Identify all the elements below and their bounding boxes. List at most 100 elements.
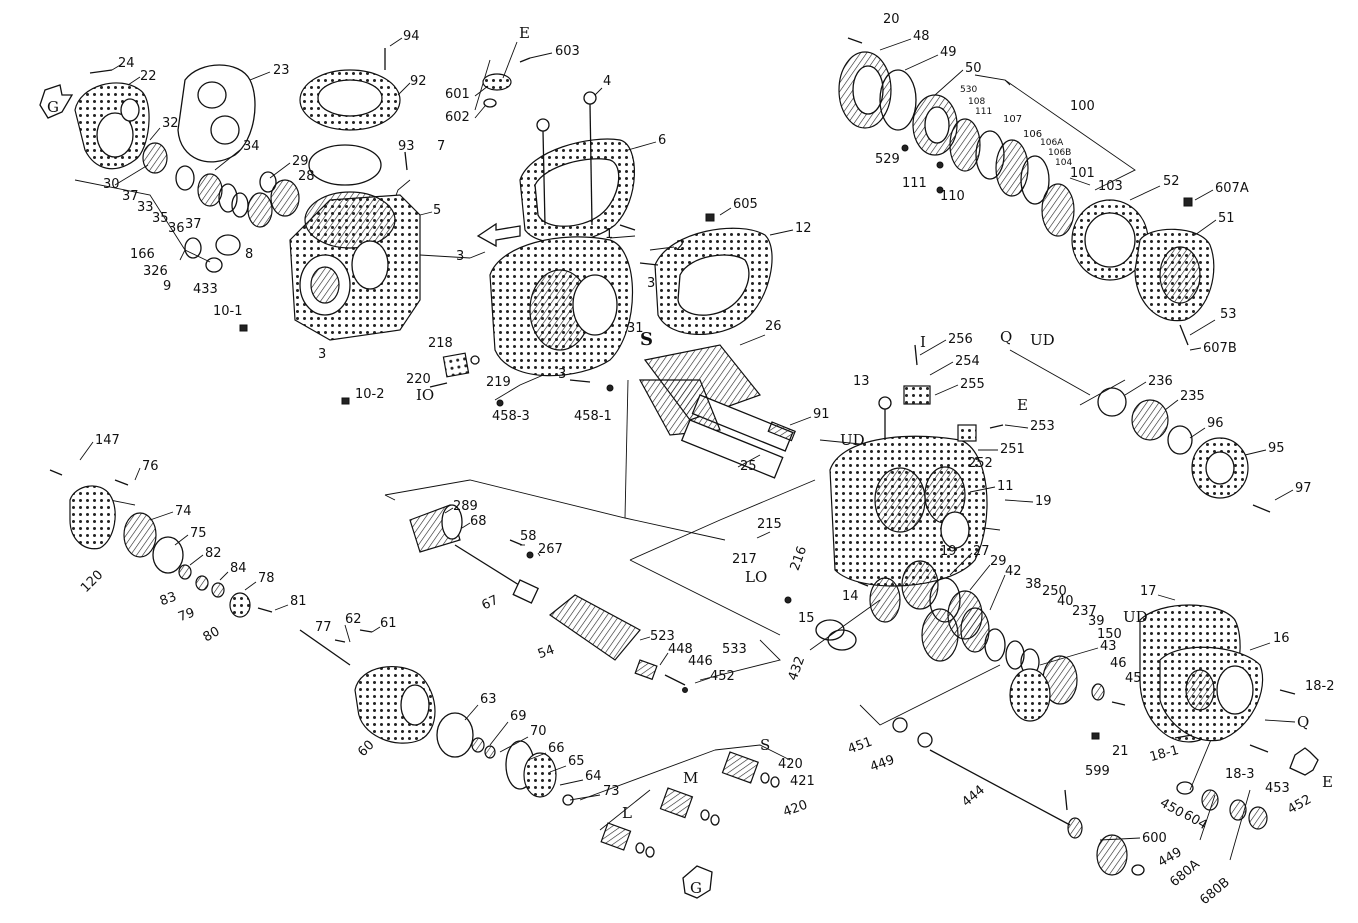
label-68: 68 xyxy=(470,514,487,529)
label-e-mid: E xyxy=(1017,396,1028,414)
label-604: 604 xyxy=(1181,808,1210,833)
label-8: 8 xyxy=(245,247,253,262)
insert-s xyxy=(721,751,759,784)
cover-254 xyxy=(903,385,931,405)
label-533: 533 xyxy=(722,642,747,657)
label-32: 32 xyxy=(162,116,179,131)
label-39: 39 xyxy=(1088,614,1105,629)
label-529: 529 xyxy=(875,152,900,167)
label-111-a: 111 xyxy=(975,107,992,117)
label-27: 27 xyxy=(973,544,990,559)
right-housing-assembly xyxy=(829,344,1271,587)
cover-601 xyxy=(482,73,512,91)
label-420-a: 420 xyxy=(778,757,803,772)
label-48: 48 xyxy=(913,29,930,44)
label-33: 33 xyxy=(137,200,154,215)
piston-65 xyxy=(523,752,557,798)
label-i: I xyxy=(920,333,926,351)
label-601: 601 xyxy=(445,87,470,102)
bearing-ring-92 xyxy=(299,69,401,131)
cover-120 xyxy=(69,485,116,550)
label-432: 432 xyxy=(786,654,809,682)
bearing-600 xyxy=(1096,834,1128,876)
plug-10-2 xyxy=(341,397,350,405)
o-ring-63 xyxy=(436,712,474,758)
label-34: 34 xyxy=(243,139,260,154)
label-94: 94 xyxy=(403,29,420,44)
label-92: 92 xyxy=(410,74,427,89)
label-io: IO xyxy=(416,386,434,404)
label-49: 49 xyxy=(940,45,957,60)
label-19-b: 19 xyxy=(940,544,957,559)
label-7: 7 xyxy=(437,139,445,154)
bearing-101 xyxy=(1041,183,1075,237)
label-22: 22 xyxy=(140,69,157,84)
label-83: 83 xyxy=(158,589,179,609)
label-3-a: 3 xyxy=(456,249,464,264)
label-19-a: 19 xyxy=(1035,494,1052,509)
label-93: 93 xyxy=(398,139,415,154)
label-e-top: E xyxy=(519,24,530,42)
label-82: 82 xyxy=(205,546,222,561)
label-10-1: 10-1 xyxy=(213,304,243,319)
label-80: 80 xyxy=(201,624,223,645)
label-11: 11 xyxy=(997,479,1014,494)
ring-49 xyxy=(879,69,917,131)
label-216: 216 xyxy=(788,544,811,572)
screw-rotors xyxy=(638,344,796,479)
label-106b: 106B xyxy=(1048,148,1071,158)
label-147: 147 xyxy=(95,433,120,448)
label-81: 81 xyxy=(290,594,307,609)
gasket-23 xyxy=(177,64,256,163)
label-106a: 106A xyxy=(1040,138,1064,148)
seal-235 xyxy=(1131,399,1169,441)
label-256: 256 xyxy=(948,332,973,347)
bottom-right-assembly xyxy=(892,604,1319,876)
label-g-bottom: G xyxy=(690,879,702,897)
cover-plate-22 xyxy=(74,82,150,170)
label-23: 23 xyxy=(273,63,290,78)
label-449-a: 449 xyxy=(868,753,896,776)
label-38: 38 xyxy=(1025,577,1042,592)
label-452-mid: 452 xyxy=(710,669,735,684)
label-3-b: 3 xyxy=(647,276,655,291)
label-530: 530 xyxy=(960,85,977,95)
label-36: 36 xyxy=(168,221,185,236)
label-254: 254 xyxy=(955,354,980,369)
label-51: 51 xyxy=(1218,211,1235,226)
label-29-top: 29 xyxy=(292,154,309,169)
label-14: 14 xyxy=(842,589,859,604)
shaft-77 xyxy=(299,629,351,666)
label-326: 326 xyxy=(143,264,168,279)
label-458-1: 458-1 xyxy=(574,409,612,424)
label-96: 96 xyxy=(1207,416,1224,431)
label-31: 31 xyxy=(627,321,644,336)
label-q-top: Q xyxy=(1000,328,1012,346)
label-64: 64 xyxy=(585,769,602,784)
label-3-d: 3 xyxy=(558,367,566,382)
label-97: 97 xyxy=(1295,481,1312,496)
label-78: 78 xyxy=(258,571,275,586)
label-250: 250 xyxy=(1042,584,1067,599)
label-10-2: 10-2 xyxy=(355,387,385,402)
label-251: 251 xyxy=(1000,442,1025,457)
label-253: 253 xyxy=(1030,419,1055,434)
part-labels: 24 22 23 94 92 E 603 601 602 4 93 7 32 3… xyxy=(78,12,1334,908)
label-67: 67 xyxy=(480,593,501,614)
label-111-b: 111 xyxy=(902,176,927,191)
label-4: 4 xyxy=(603,74,611,89)
label-217: 217 xyxy=(732,552,757,567)
label-53: 53 xyxy=(1220,307,1237,322)
bearing-stack-left xyxy=(142,142,300,273)
label-237: 237 xyxy=(1072,604,1097,619)
label-28: 28 xyxy=(298,169,315,184)
label-ud-top: UD xyxy=(1030,331,1055,349)
label-17: 17 xyxy=(1140,584,1157,599)
label-252: 252 xyxy=(968,456,993,471)
label-l: L xyxy=(622,804,632,822)
label-37-a: 37 xyxy=(122,189,139,204)
label-255: 255 xyxy=(960,377,985,392)
label-446: 446 xyxy=(688,654,713,669)
shaft-444 xyxy=(929,749,1071,826)
label-444: 444 xyxy=(959,783,988,810)
